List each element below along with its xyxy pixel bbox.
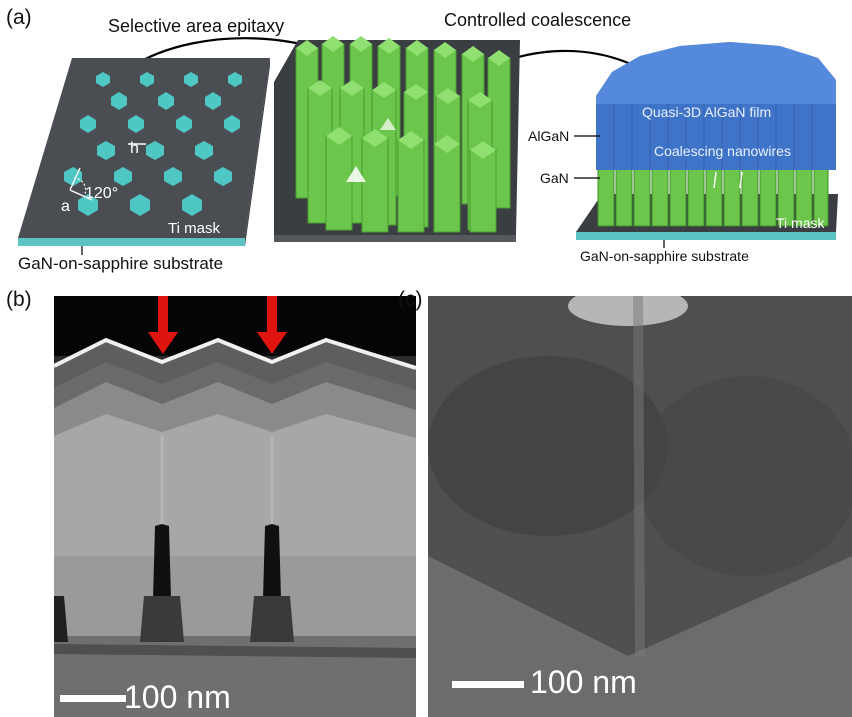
nanowire-label: Coalescing nanowires <box>654 143 791 159</box>
step2-title: Controlled coalescence <box>444 10 632 30</box>
panel-c-label: (c) <box>398 288 423 311</box>
left-angle-label: 120° <box>85 185 119 202</box>
left-substrate-label: GaN-on-sapphire substrate <box>18 254 224 273</box>
right-platform <box>574 42 838 248</box>
left-height-label: h <box>130 140 139 157</box>
down-arrow-icon <box>257 296 287 354</box>
middle-platform <box>274 36 520 242</box>
film-label: Quasi-3D AlGaN film <box>642 104 772 120</box>
right-substrate-label: GaN-on-sapphire substrate <box>580 248 749 264</box>
panel-b-scalebar-label: 100 nm <box>124 679 231 715</box>
gan-label: GaN <box>540 170 569 186</box>
panel-a-label: (a) <box>6 6 32 29</box>
panel-c-hrtem-image: 100 nm <box>428 296 852 717</box>
down-arrow-icon <box>148 296 178 354</box>
panel-c-scalebar <box>452 681 524 688</box>
right-mask-label: Ti mask <box>776 215 825 231</box>
algan-label: AlGaN <box>528 128 570 144</box>
left-platform <box>18 58 270 246</box>
step1-title: Selective area epitaxy <box>108 16 285 36</box>
panel-c-scalebar-label: 100 nm <box>530 664 637 700</box>
panel-b-tem-image: 100 nm <box>54 296 416 717</box>
left-mask-label: Ti mask <box>168 220 220 237</box>
left-pitch-label: a <box>61 198 70 215</box>
panel-b-label: (b) <box>6 288 32 311</box>
panel-a-illustration <box>18 36 838 255</box>
panel-b-scalebar <box>60 695 126 702</box>
